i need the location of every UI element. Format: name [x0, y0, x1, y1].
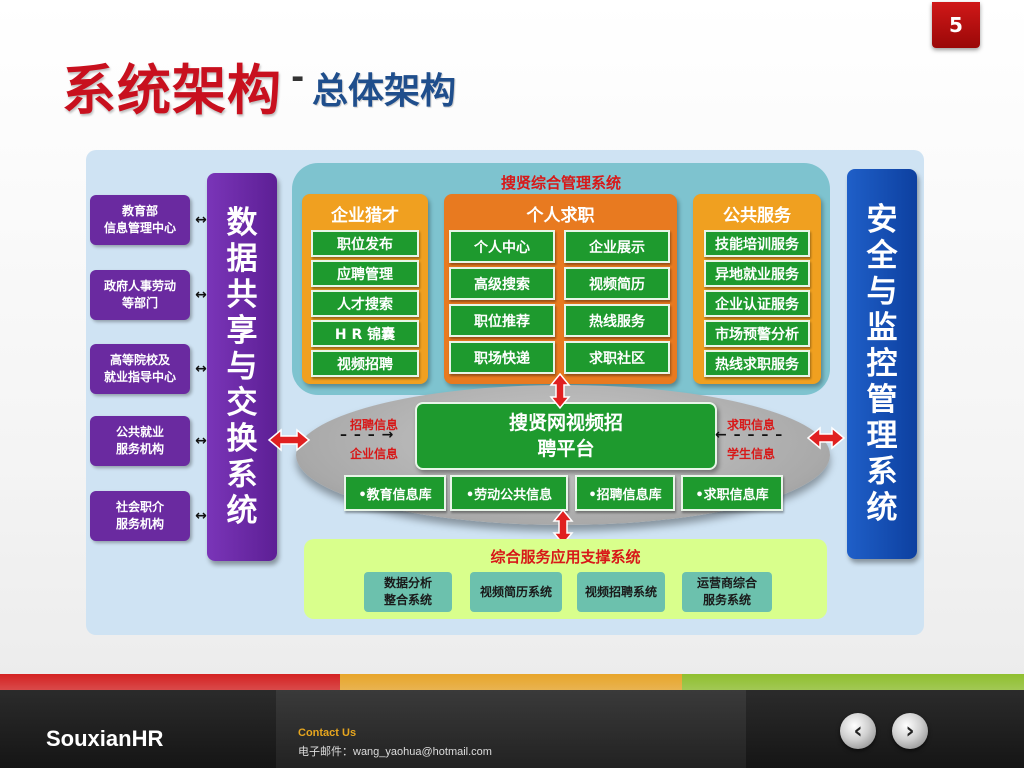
- footer-highlight: [276, 690, 746, 768]
- support-system-item: 数据分析整合系统: [364, 572, 452, 612]
- enterprise-item: 视频招聘: [311, 350, 419, 377]
- personal-item: 视频简历: [564, 267, 670, 300]
- video-recruit-platform: 搜贤网视频招聘平台: [415, 402, 717, 470]
- external-entity-box: 教育部信息管理中心: [90, 195, 190, 245]
- next-slide-button[interactable]: ›: [892, 713, 928, 749]
- personal-item: 高级搜索: [449, 267, 555, 300]
- left-bar-ellipse-arrow: [267, 428, 311, 452]
- support-system-title: 综合服务应用支撑系统: [490, 548, 641, 566]
- public-service-item: 热线求职服务: [704, 350, 810, 377]
- bidirectional-arrow-icon: ↔: [195, 433, 207, 449]
- vertical-char: 享: [226, 313, 258, 349]
- jobseeker-info-label: 求职信息: [727, 418, 776, 432]
- contact-email: 电子邮件：wang_yaohua@hotmail.com: [298, 746, 492, 758]
- chevron-left-icon: ‹: [853, 718, 863, 744]
- vertical-char: 数: [226, 205, 258, 241]
- vertical-char: 据: [226, 241, 258, 277]
- vertical-char: 安: [866, 202, 898, 238]
- bidirectional-arrow-icon: ↔: [195, 508, 207, 524]
- left-dashed-arrow: – – – →: [340, 427, 395, 443]
- personal-item: 个人中心: [449, 230, 555, 263]
- bidirectional-arrow-icon: ↔: [195, 287, 207, 303]
- support-system-item: 视频简历系统: [470, 572, 562, 612]
- brand-name: SouxianHR: [46, 726, 164, 751]
- management-system-title: 搜贤综合管理系统: [500, 174, 621, 192]
- slide-subtitle: 总体架构: [312, 71, 457, 112]
- database-item: •教育信息库: [344, 475, 446, 511]
- enterprise-item: H R 锦囊: [311, 320, 419, 347]
- database-item: •劳动公共信息: [450, 475, 568, 511]
- enterprise-item: 人才搜索: [311, 290, 419, 317]
- vertical-char: 系: [866, 454, 898, 490]
- vertical-char: 与: [226, 349, 258, 385]
- vertical-char: 与: [866, 274, 898, 310]
- chevron-right-icon: ›: [905, 718, 915, 744]
- contact-label: Contact Us: [298, 727, 357, 739]
- vertical-char: 换: [226, 421, 258, 457]
- mgmt-platform-arrow: [549, 372, 571, 410]
- right-dashed-arrow: ← – – – –: [715, 427, 784, 443]
- database-item: •招聘信息库: [575, 475, 675, 511]
- personal-item: 求职社区: [564, 341, 670, 374]
- footer-stripe-red: [0, 674, 340, 690]
- student-info-label: 学生信息: [727, 447, 776, 461]
- security-monitoring-system-bar: 安全与监控管理系统: [847, 169, 917, 559]
- external-entity-box: 政府人事劳动等部门: [90, 270, 190, 320]
- vertical-char: 系: [226, 457, 258, 493]
- vertical-char: 控: [866, 346, 898, 382]
- bidirectional-arrow-icon: ↔: [195, 212, 207, 228]
- support-system-item: 视频招聘系统: [577, 572, 665, 612]
- public-service-item: 异地就业服务: [704, 260, 810, 287]
- database-item: •求职信息库: [681, 475, 783, 511]
- external-entity-box: 高等院校及就业指导中心: [90, 344, 190, 394]
- public-service-panel-title: 公共服务: [723, 206, 791, 226]
- personal-item: 职位推荐: [449, 304, 555, 337]
- footer-stripe-green: [682, 674, 1024, 690]
- bidirectional-arrow-icon: ↔: [195, 361, 207, 377]
- external-entity-box: 社会职介服务机构: [90, 491, 190, 541]
- enterprise-item: 职位发布: [311, 230, 419, 257]
- personal-item: 职场快递: [449, 341, 555, 374]
- recruit-info-label: 招聘信息: [350, 418, 399, 432]
- slide-title: 系统架构: [62, 59, 282, 122]
- external-entity-box: 公共就业服务机构: [90, 416, 190, 466]
- vertical-char: 理: [866, 418, 898, 454]
- vertical-char: 交: [226, 385, 258, 421]
- vertical-char: 管: [866, 382, 898, 418]
- ellipse-right-bar-arrow: [806, 426, 846, 450]
- public-service-item: 市场预警分析: [704, 320, 810, 347]
- personal-item: 企业展示: [564, 230, 670, 263]
- vertical-char: 共: [226, 277, 258, 313]
- footer-stripe-orange: [340, 674, 682, 690]
- data-exchange-system-bar: 数据共享与交换系统: [207, 173, 277, 561]
- vertical-char: 监: [866, 310, 898, 346]
- vertical-char: 统: [226, 493, 258, 529]
- slide-number: 5: [932, 2, 980, 48]
- title-separator: -: [291, 58, 305, 96]
- personal-panel-title: 个人求职: [526, 206, 595, 226]
- public-service-item: 企业认证服务: [704, 290, 810, 317]
- enterprise-info-label: 企业信息: [350, 447, 399, 461]
- enterprise-panel-title: 企业猎才: [331, 206, 399, 226]
- previous-slide-button[interactable]: ‹: [840, 713, 876, 749]
- personal-item: 热线服务: [564, 304, 670, 337]
- vertical-char: 全: [866, 238, 898, 274]
- public-service-item: 技能培训服务: [704, 230, 810, 257]
- enterprise-item: 应聘管理: [311, 260, 419, 287]
- vertical-char: 统: [866, 490, 898, 526]
- support-system-item: 运营商综合服务系统: [682, 572, 772, 612]
